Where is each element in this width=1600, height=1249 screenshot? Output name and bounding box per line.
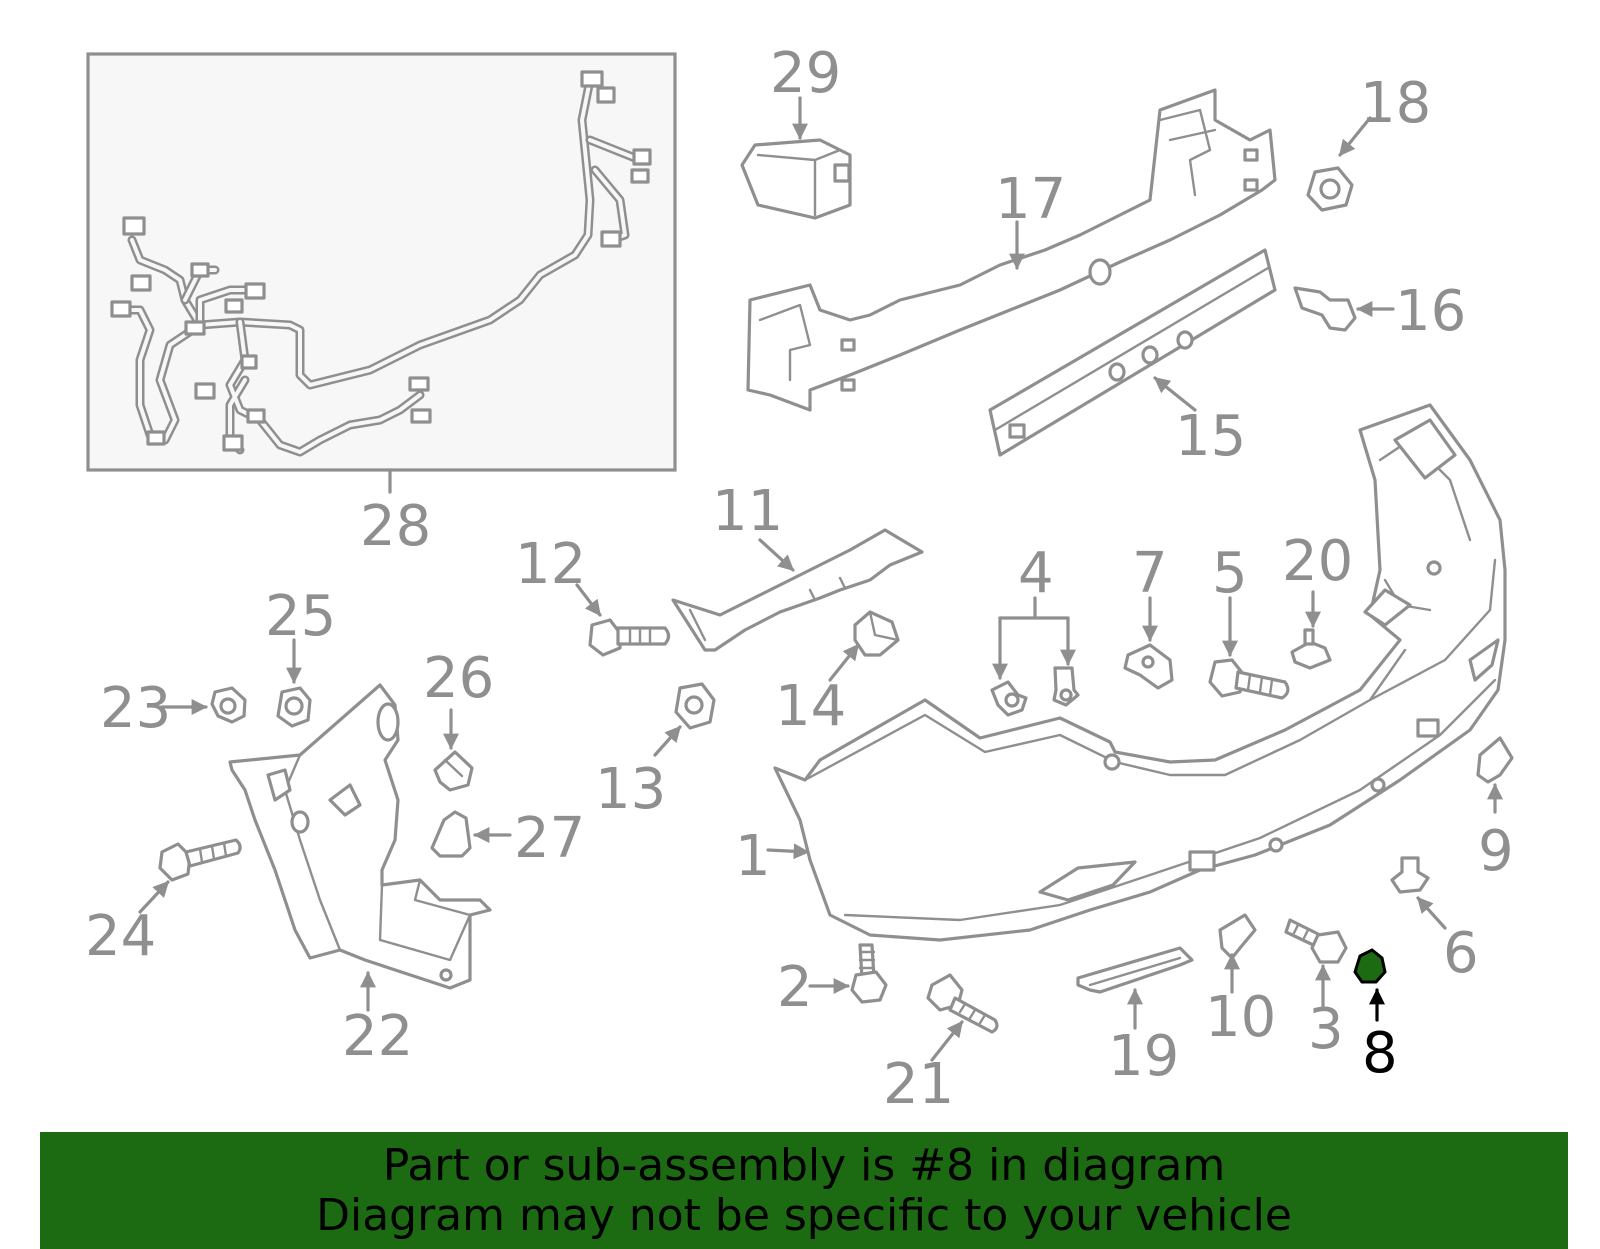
nut-part-13 bbox=[674, 682, 716, 730]
callout-7: 7 bbox=[1132, 541, 1168, 606]
clip-part-7 bbox=[1123, 643, 1174, 690]
bolt-part-12 bbox=[588, 618, 671, 657]
callout-17: 17 bbox=[995, 167, 1066, 232]
callout-29: 29 bbox=[770, 41, 841, 106]
push-pin-part-27 bbox=[430, 810, 472, 858]
callout-2: 2 bbox=[777, 955, 813, 1020]
callout-8-highlighted: 8 bbox=[1362, 1021, 1398, 1086]
callout-14: 14 bbox=[775, 674, 846, 739]
bolt-part-2 bbox=[850, 943, 888, 1004]
nut-part-25 bbox=[276, 686, 312, 728]
bolt-part-5 bbox=[1208, 658, 1290, 700]
callout-11: 11 bbox=[712, 479, 783, 544]
callout-5: 5 bbox=[1212, 541, 1248, 606]
callout-22: 22 bbox=[342, 1004, 413, 1069]
bolt-part-24 bbox=[158, 838, 242, 882]
clip-part-16 bbox=[1293, 286, 1357, 332]
callout-9: 9 bbox=[1478, 819, 1514, 884]
callout-1: 1 bbox=[735, 824, 771, 889]
callout-4: 4 bbox=[1018, 541, 1054, 606]
wiring-harness bbox=[110, 70, 652, 457]
banner-line-2: Diagram may not be specific to your vehi… bbox=[316, 1189, 1292, 1241]
callout-23: 23 bbox=[100, 676, 171, 741]
absorber-part-15 bbox=[988, 248, 1277, 457]
side-bracket-part-22 bbox=[228, 683, 492, 990]
callout-16: 16 bbox=[1395, 279, 1466, 344]
callout-13: 13 bbox=[595, 757, 666, 822]
callout-26: 26 bbox=[423, 646, 494, 711]
callout-21: 21 bbox=[883, 1052, 954, 1117]
callout-20: 20 bbox=[1282, 529, 1353, 594]
push-pin-part-6 bbox=[1390, 856, 1430, 894]
bracket-part-9 bbox=[1476, 736, 1514, 784]
callout-6: 6 bbox=[1443, 921, 1479, 986]
callout-3: 3 bbox=[1308, 997, 1344, 1062]
grommet-part-23 bbox=[210, 686, 247, 724]
reinforcement-bar-part-17 bbox=[746, 88, 1277, 412]
clips-part-4 bbox=[990, 666, 1080, 717]
trim-strip-part-19 bbox=[1076, 946, 1194, 994]
bolt-part-3 bbox=[1284, 918, 1348, 964]
callout-labels: 1 2 3 4 5 6 7 8 9 10 11 12 13 14 15 16 1… bbox=[85, 41, 1514, 1117]
callout-10: 10 bbox=[1205, 985, 1276, 1050]
module-part-29 bbox=[740, 138, 852, 220]
callout-28: 28 bbox=[360, 494, 431, 559]
callout-24: 24 bbox=[85, 904, 156, 969]
clip-part-20 bbox=[1290, 628, 1332, 670]
grommet-part-8-highlighted bbox=[1353, 948, 1387, 984]
banner-line-1: Part or sub-assembly is #8 in diagram bbox=[382, 1139, 1226, 1191]
clip-part-14 bbox=[853, 610, 900, 657]
info-banner: Part or sub-assembly is #8 in diagram Di… bbox=[40, 1132, 1568, 1249]
callout-18: 18 bbox=[1360, 71, 1431, 136]
wiring-harness-inset bbox=[86, 52, 677, 472]
callout-27: 27 bbox=[514, 806, 585, 871]
bumper-cover-part-1 bbox=[773, 403, 1507, 942]
callout-19: 19 bbox=[1108, 1024, 1179, 1089]
bracket-part-10 bbox=[1218, 913, 1257, 960]
bolt-part-21 bbox=[926, 973, 999, 1034]
bracket-part-11 bbox=[671, 528, 924, 652]
callout-12: 12 bbox=[515, 532, 586, 597]
clip-part-26 bbox=[433, 750, 474, 792]
callout-15: 15 bbox=[1175, 404, 1246, 469]
callout-25: 25 bbox=[265, 584, 336, 649]
nut-part-18 bbox=[1306, 166, 1354, 212]
